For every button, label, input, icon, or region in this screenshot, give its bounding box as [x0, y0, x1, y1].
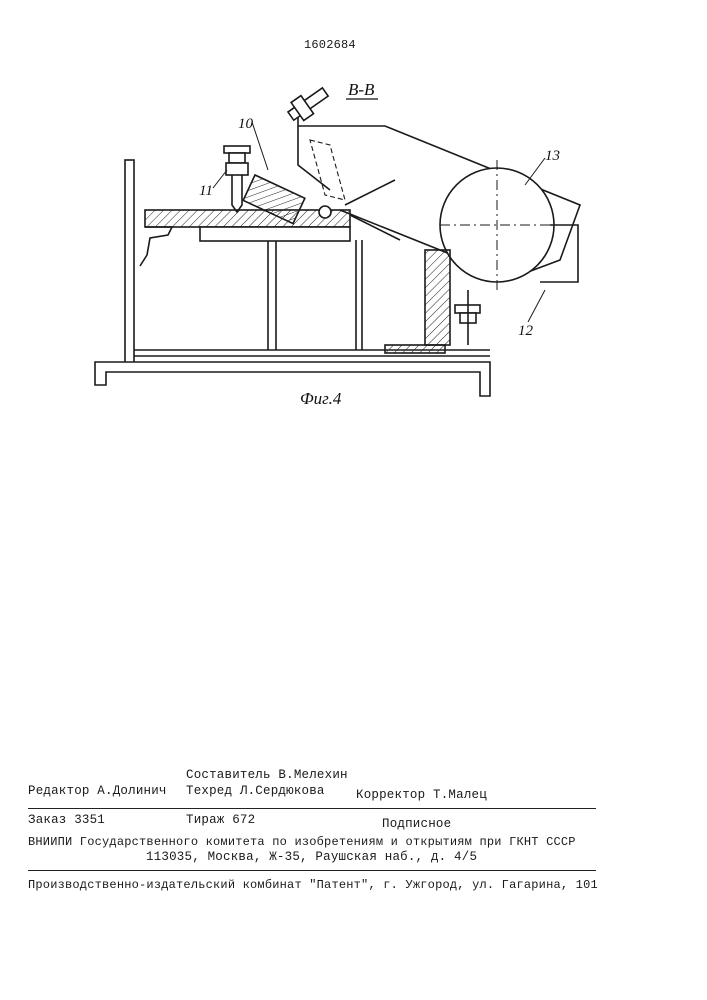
imprint-rule-1 [28, 808, 596, 809]
imprint-rule-2 [28, 870, 596, 871]
circulation-line: Тираж 672 [186, 813, 255, 827]
order-line: Заказ 3351 [28, 813, 105, 827]
section-label: В-В [348, 80, 375, 99]
figure-caption: Фиг.4 [300, 389, 342, 408]
callout-11: 11 [199, 183, 213, 199]
techred-line: Техред Л.Сердюкова [186, 784, 325, 798]
corrector-line: Корректор Т.Малец [356, 788, 487, 802]
callout-10: 10 [238, 116, 254, 132]
subscription-line: Подписное [382, 817, 451, 831]
editor-line: Редактор А.Долинич [28, 784, 167, 798]
compiler-line: Составитель В.Мелехин [186, 768, 348, 782]
callout-13: 13 [545, 148, 560, 164]
org-line-1: ВНИИПИ Государственного комитета по изоб… [28, 835, 576, 849]
org-line-2: 113035, Москва, Ж-35, Раушская наб., д. … [146, 850, 477, 864]
callout-12: 12 [518, 323, 534, 339]
technical-drawing: В-В 10 11 13 12 Фиг.4 [0, 0, 707, 440]
publisher-line: Производственно-издательский комбинат "П… [28, 878, 598, 892]
